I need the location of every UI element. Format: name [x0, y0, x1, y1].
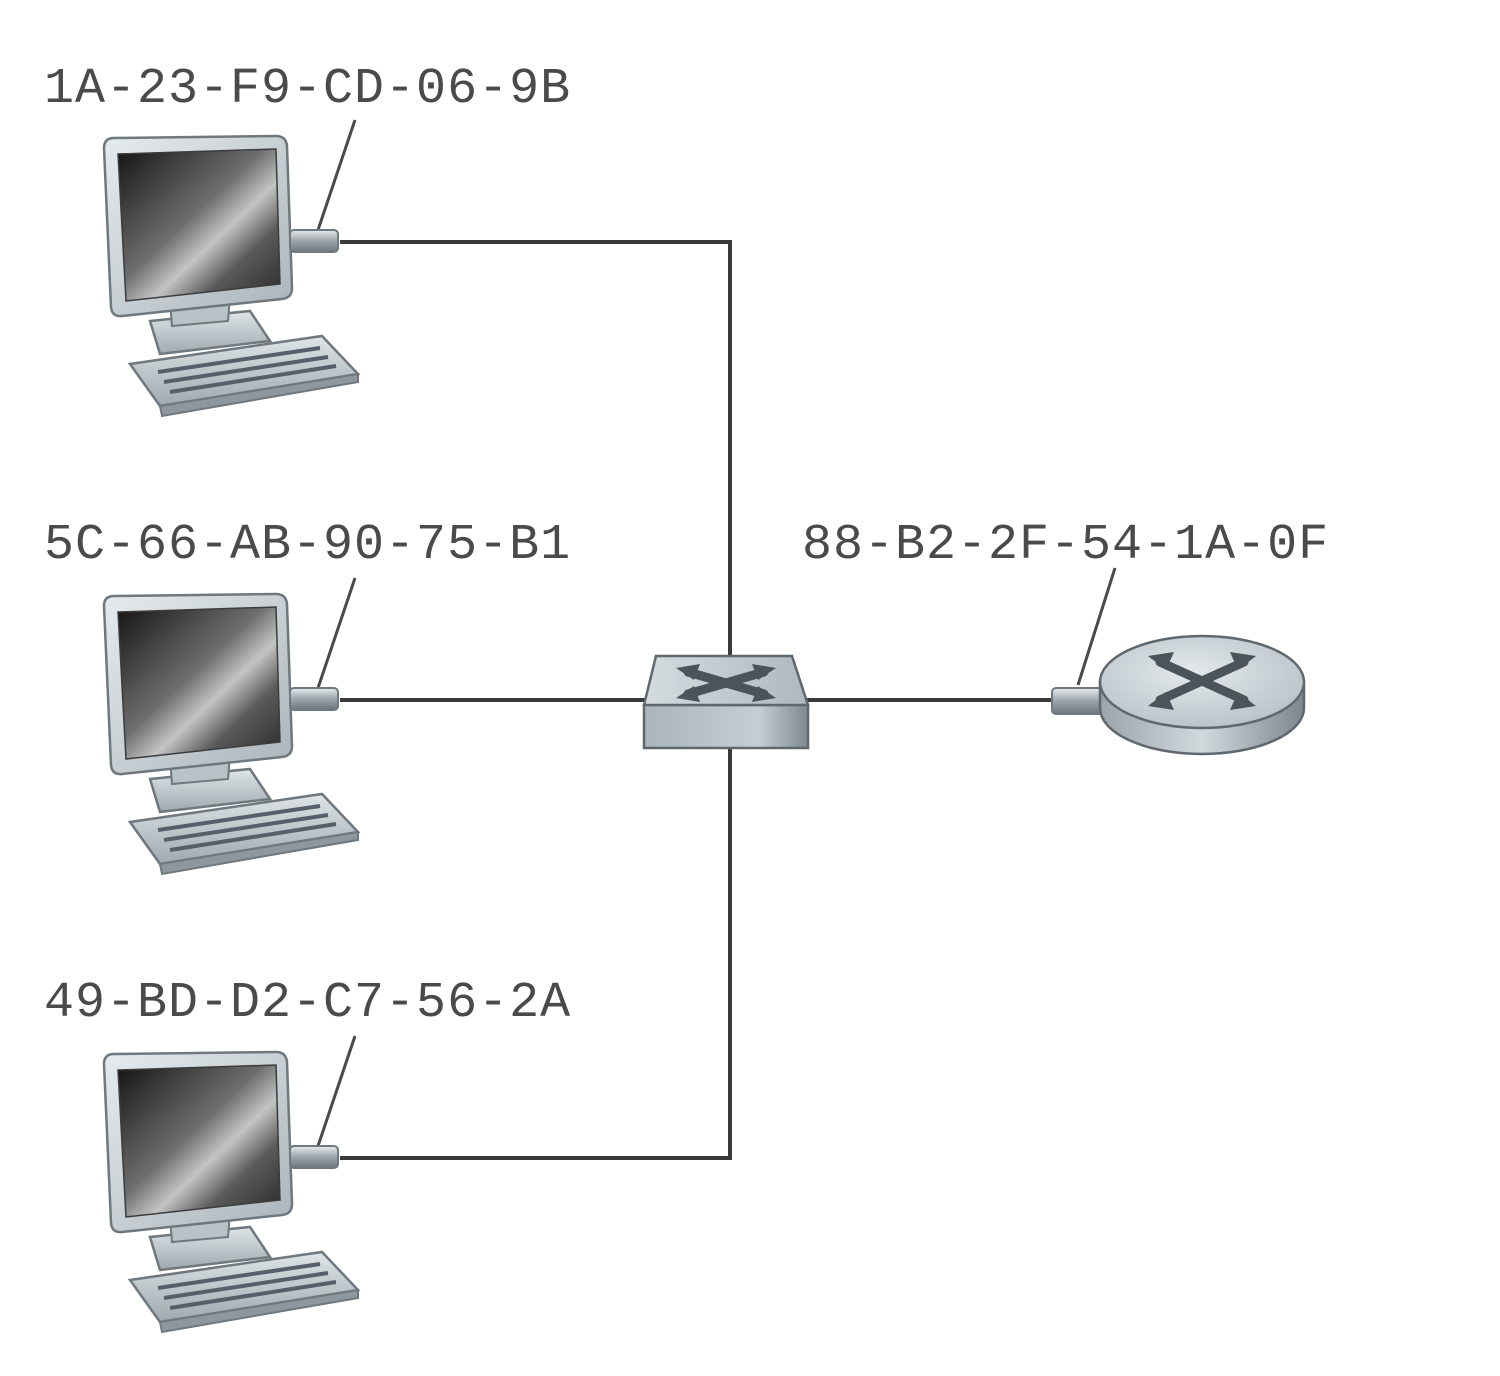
- host-1: 1A-23-F9-CD-06-9B: [44, 61, 571, 418]
- host-mac-label: 1A-23-F9-CD-06-9B: [44, 61, 571, 118]
- wire-host-1-to-switch: [340, 240, 732, 660]
- host-3: 49-BD-D2-C7-56-2A: [44, 975, 571, 1334]
- label-leader-line: [1076, 567, 1117, 686]
- switch-icon: [642, 654, 810, 750]
- computer-icon: [102, 134, 360, 418]
- router: 88-B2-2F-54-1A-0F: [802, 517, 1329, 756]
- host-mac-label: 5C-66-AB-90-75-B1: [44, 517, 571, 574]
- host-2: 5C-66-AB-90-75-B1: [44, 517, 571, 876]
- router-port: [1051, 687, 1105, 715]
- host-mac-label: 49-BD-D2-C7-56-2A: [44, 975, 571, 1032]
- computer-icon: [102, 592, 360, 876]
- label-leader-line: [316, 119, 357, 231]
- router-mac-label: 88-B2-2F-54-1A-0F: [802, 517, 1329, 574]
- router-icon: [1098, 634, 1306, 756]
- wires: [340, 240, 1056, 1160]
- label-leader-line: [316, 577, 357, 689]
- wire-host-3-to-switch: [340, 745, 732, 1160]
- computer-icon: [102, 1050, 360, 1334]
- label-leader-line: [316, 1035, 357, 1147]
